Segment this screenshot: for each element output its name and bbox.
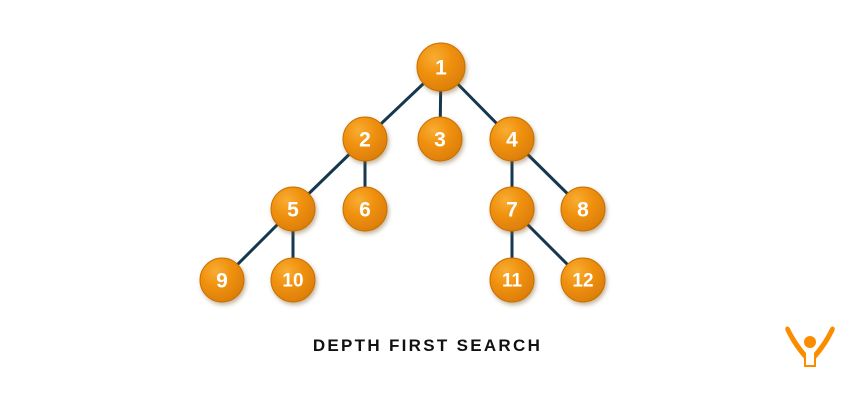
tree-node[interactable]: 8	[560, 186, 606, 232]
tree-node[interactable]: 6	[342, 186, 388, 232]
node-label: 11	[502, 271, 523, 292]
edge-layer	[220, 65, 585, 282]
node-circle[interactable]	[416, 42, 466, 92]
node-circle[interactable]	[489, 116, 535, 162]
node-circle[interactable]	[489, 257, 535, 303]
node-label: 3	[434, 129, 446, 152]
node-circle[interactable]	[489, 186, 535, 232]
node-circle[interactable]	[199, 257, 245, 303]
node-label: 9	[216, 270, 228, 293]
person-arms-raised-logo	[785, 326, 835, 367]
tree-node[interactable]: 4	[489, 116, 535, 162]
logo-arms-body	[785, 326, 835, 367]
node-label: 8	[577, 199, 589, 222]
tree-node[interactable]: 3	[417, 116, 463, 162]
node-circle[interactable]	[417, 116, 463, 162]
node-label: 2	[359, 129, 371, 152]
node-label: 7	[506, 199, 518, 222]
node-circle[interactable]	[342, 186, 388, 232]
logo-head	[804, 336, 816, 348]
node-label: 1	[435, 57, 447, 80]
tree-node[interactable]: 10	[270, 257, 316, 303]
tree-node[interactable]: 12	[560, 257, 606, 303]
node-circle[interactable]	[270, 257, 316, 303]
node-label: 10	[282, 271, 303, 292]
node-circle[interactable]	[270, 186, 316, 232]
node-circle[interactable]	[560, 186, 606, 232]
tree-node[interactable]: 7	[489, 186, 535, 232]
node-circle[interactable]	[560, 257, 606, 303]
tree-node[interactable]: 5	[270, 186, 316, 232]
node-label: 6	[359, 199, 371, 222]
page-title: DEPTH FIRST SEARCH	[312, 336, 543, 355]
node-label: 5	[287, 199, 299, 222]
node-label: 12	[572, 271, 593, 292]
tree-node[interactable]: 1	[416, 42, 466, 92]
tree-node[interactable]: 2	[342, 116, 388, 162]
tree-node[interactable]: 11	[489, 257, 535, 303]
node-circle[interactable]	[342, 116, 388, 162]
node-label: 4	[506, 129, 518, 152]
tree-node[interactable]: 9	[199, 257, 245, 303]
